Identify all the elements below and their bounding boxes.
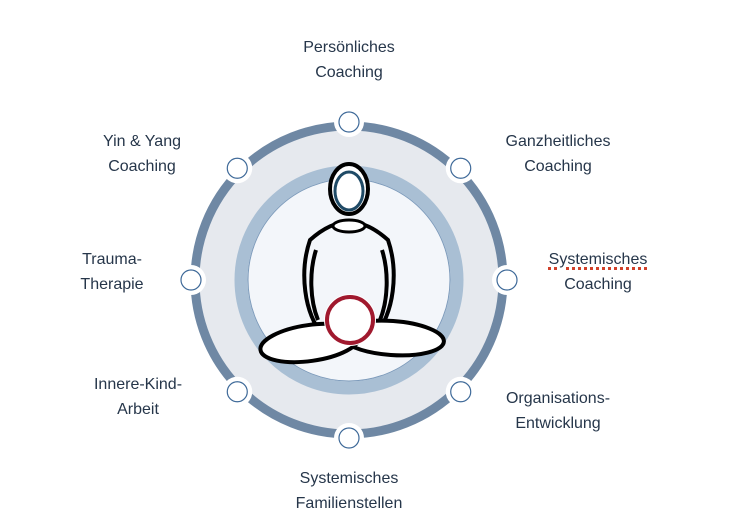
node-circle <box>338 427 360 449</box>
label-trauma-therapie: Trauma- Therapie <box>22 247 202 297</box>
label-line: Coaching <box>108 158 176 175</box>
label-line: Therapie <box>80 276 144 293</box>
node-circle <box>450 157 472 179</box>
node-circle <box>180 269 202 291</box>
label-line: Entwicklung <box>515 415 601 432</box>
label-line: Familienstellen <box>295 495 403 512</box>
node-circle <box>226 381 248 403</box>
node-circle <box>338 111 360 133</box>
label-line: Organisations- <box>505 390 611 407</box>
label-line: Coaching <box>315 64 383 81</box>
meditation-figure-icon <box>258 162 446 365</box>
label-line: Yin & Yang <box>103 133 181 150</box>
label-line: Arbeit <box>117 401 159 418</box>
label-line: Systemisches <box>299 470 399 487</box>
label-line: Persönliches <box>303 39 395 56</box>
label-line: Coaching <box>524 158 592 175</box>
node-circle <box>496 269 518 291</box>
label-line: Trauma- <box>82 251 142 268</box>
label-line: Innere-Kind- <box>93 376 183 393</box>
label-line: Systemisches <box>548 251 648 268</box>
label-organisations-entwicklung: Organisations- Entwicklung <box>468 386 648 436</box>
label-line: Coaching <box>564 276 632 293</box>
node-circle <box>226 157 248 179</box>
label-innere-kind-arbeit: Innere-Kind- Arbeit <box>48 372 228 422</box>
label-line: Ganzheitliches <box>505 133 611 150</box>
node-circle <box>450 381 472 403</box>
